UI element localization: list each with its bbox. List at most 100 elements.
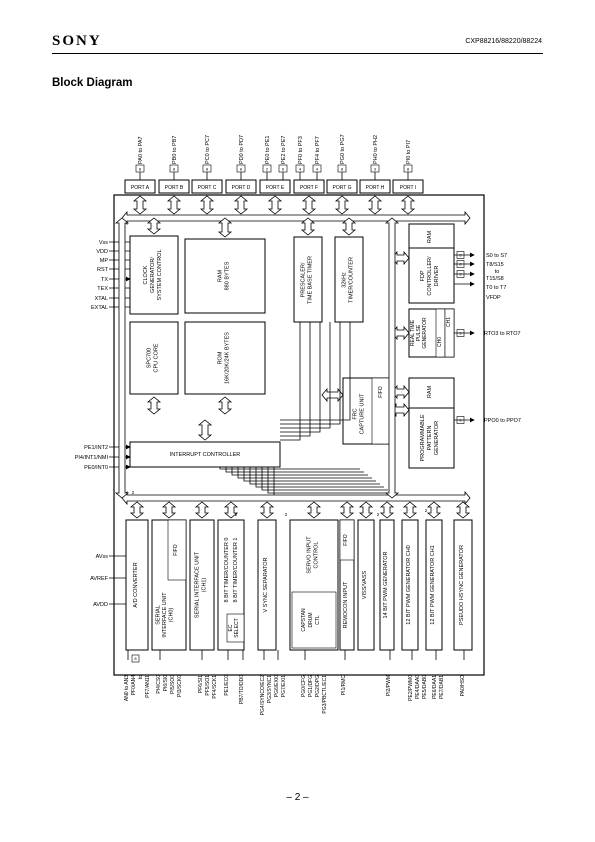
block-label: RAM <box>427 385 433 398</box>
frc-bus-arrow <box>321 387 344 403</box>
bottom-pin-label: PE7/DAB1 <box>439 675 445 699</box>
port-label: PORT C <box>198 185 217 191</box>
block-label: A/D CONVERTER <box>133 562 139 607</box>
port-pin-label: PF4 to PF7 <box>315 136 321 164</box>
pin-width-count: 8 <box>341 167 344 172</box>
pin-label: RST <box>97 267 109 273</box>
bottom-pin-label: PA0/HSO <box>460 675 466 696</box>
port-pin-label: PI0 to PI7 <box>406 140 412 164</box>
block-label: CAPTURE UNIT <box>360 393 366 434</box>
block-label: VISS/VASS <box>362 571 368 600</box>
analog-pin-label: AVss <box>96 554 109 560</box>
analog-pin-label: AVREF <box>90 576 109 582</box>
block-label: FIFO <box>173 544 179 555</box>
block-label: CH1 <box>446 317 452 327</box>
port-bus-arrow <box>199 195 215 215</box>
interrupt-controller-block <box>129 441 281 468</box>
bottom-pin-label: PI4/CS0 <box>156 675 162 694</box>
block-label: INTERRUPT CONTROLLER <box>170 452 241 458</box>
pin-label: TEX <box>97 286 108 292</box>
pin-label: EXTAL <box>91 305 108 311</box>
pin-label: TX <box>101 277 108 283</box>
port-bus-arrow <box>367 195 383 215</box>
block-label: CLOCK <box>143 265 149 284</box>
pin-width-count: 8 <box>206 167 209 172</box>
sio1-bus-arrow <box>194 501 210 519</box>
rom-block <box>184 321 266 395</box>
block-label: TIMER/COUNTER <box>349 257 355 303</box>
sio1-block <box>189 519 215 651</box>
vissvass-block <box>357 519 375 651</box>
port-pin-label: PE2 to PE7 <box>281 136 287 164</box>
block-label: PATTERN <box>427 426 433 451</box>
ram-block <box>184 238 266 314</box>
pin-label: MP <box>100 258 109 264</box>
bottom-pin-label: PB7/TO/DD0 <box>239 675 245 704</box>
pin-width-count: 8 <box>173 167 176 172</box>
irq-line <box>231 467 368 476</box>
bottom-pin-label: PG4/SYNCO/EC2 <box>260 675 266 716</box>
block-label: SERVO INPUT <box>307 536 313 574</box>
port-label: PORT I <box>400 185 417 191</box>
bottom-pin-label: PF6/SI1 <box>198 675 204 693</box>
pin-width-count: 8 <box>134 656 137 661</box>
hsync-bus-arrow <box>455 501 471 519</box>
port-bus-arrow <box>334 195 350 215</box>
bus-width: 2 <box>132 490 135 495</box>
bus-width: 2 <box>235 512 238 517</box>
fdp-controller-block <box>408 247 455 304</box>
cpu-bus-arrow <box>146 396 162 415</box>
bottom-pin-label: PI1/RMC <box>341 675 347 696</box>
fdp-pin-label: T0 to T7 <box>486 285 506 291</box>
port-pin-label: PH0 to PH2 <box>373 135 379 164</box>
ram-bus-arrow <box>217 217 233 238</box>
port-pin-label: PD0 to PD7 <box>239 135 245 164</box>
block-label: ROM <box>218 351 224 364</box>
block-label: SERIAL INTERFACE UNIT <box>195 551 201 618</box>
pin-width-count: 8 <box>459 253 462 258</box>
irq-line <box>273 467 396 497</box>
vissvass-bus-arrow <box>358 501 374 519</box>
interrupt-pin-label: PE1/INT2 <box>84 445 108 451</box>
bottom-pin-label: PE1/EC0 <box>224 675 230 696</box>
rtp-ch0 <box>435 308 446 358</box>
port-bus-arrow <box>400 195 416 215</box>
block-label: FDP <box>420 270 426 281</box>
block-label: INTERFACE UNIT <box>162 592 168 638</box>
irq-line <box>237 467 372 479</box>
block-label: CH0 <box>437 337 443 347</box>
block-label: FIFO <box>378 386 384 397</box>
pin-width-count: 5 <box>459 331 462 336</box>
block-label: 12 BIT PWM GENERATOR CH1 <box>430 545 436 624</box>
block-label: 8 BIT TIMER/COUNTER 0 <box>224 538 230 603</box>
bottom-pin-label: PG3/PBCTL/EC1 <box>322 675 328 714</box>
fdp-ram-block <box>408 223 455 249</box>
pin-width-count: 6 <box>282 167 285 172</box>
port-bus-arrow <box>301 195 317 215</box>
fdp-pin-label: T8/S15 <box>486 262 504 268</box>
block-label: RAM <box>427 230 433 243</box>
interrupt-pin-label: PI4/INT1/NMI <box>75 455 109 461</box>
irq-line <box>219 467 360 470</box>
block-label: RAM <box>218 269 224 282</box>
bottom-pin-label: PG6/EXI0 <box>274 675 280 697</box>
irq-line <box>280 322 341 425</box>
pin-width-count: 3 <box>374 167 377 172</box>
fdp-pin-label: to <box>495 269 500 275</box>
irq-line <box>243 467 376 482</box>
block-label: CONTROL <box>314 542 320 569</box>
bottom-pin-label: to <box>138 675 144 679</box>
port-label: PORT G <box>333 185 352 191</box>
irq-line <box>255 467 384 488</box>
block-label: CTL <box>315 615 321 625</box>
pwm12-ch1-bus-arrow <box>426 501 442 519</box>
block-label: FIFO <box>343 534 349 545</box>
bottom-pin-label: PF0/AN4 <box>131 675 137 696</box>
pin-width-box <box>131 654 140 663</box>
block-label: GENERATOR <box>434 421 440 455</box>
remocon-bus-arrow <box>339 501 355 519</box>
irq-line <box>280 322 331 429</box>
port-pin-label: PF0 to PF3 <box>298 136 304 164</box>
pwm14-bus-arrow <box>379 501 395 519</box>
pin-label: Vss <box>99 240 108 246</box>
